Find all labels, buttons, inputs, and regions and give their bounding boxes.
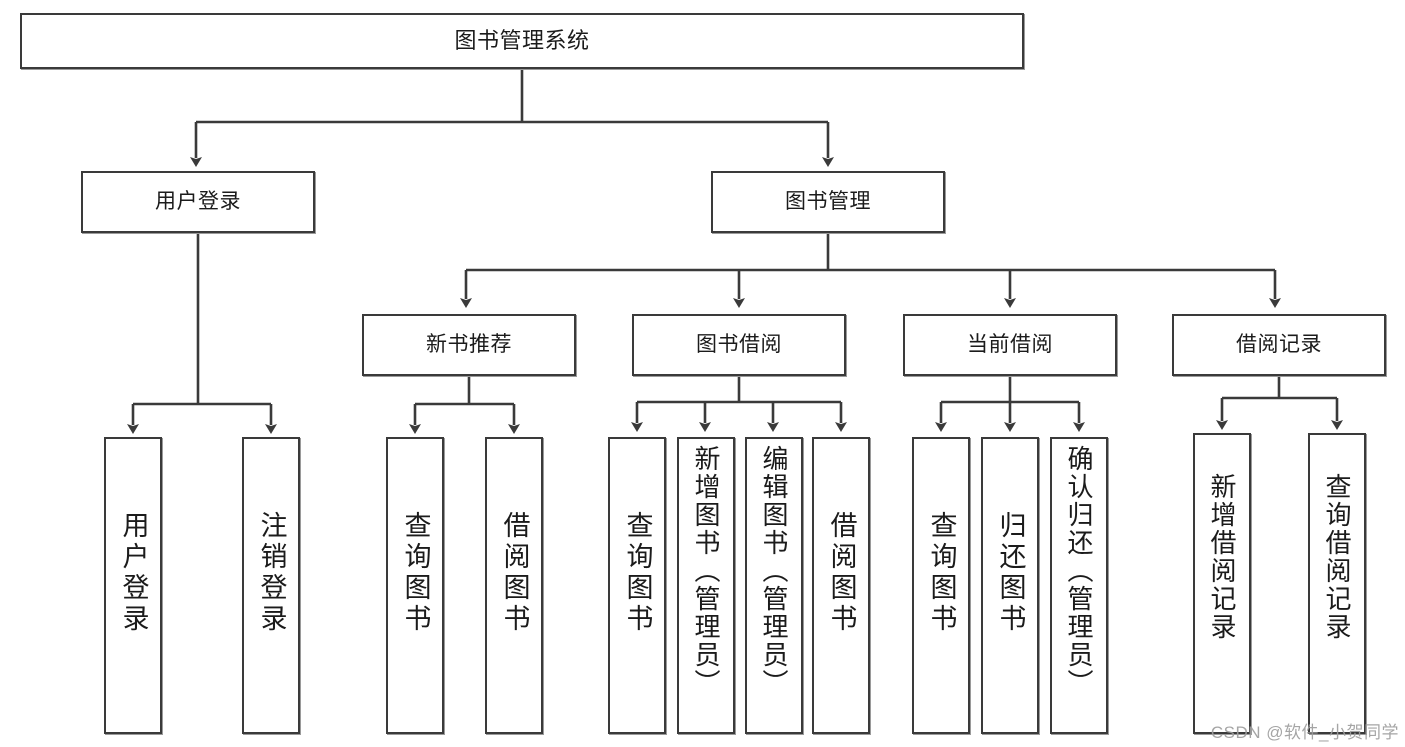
- node-new-book-recommend-label: 新书推荐: [426, 332, 512, 356]
- leaf-user-login-label: 用户登录: [118, 511, 149, 635]
- leaf-add-borrow-record-label: 新增借阅记录: [1207, 473, 1237, 641]
- node-user-login-label: 用户登录: [155, 189, 241, 213]
- leaf-borrow-book-borrow[interactable]: 借阅图书: [812, 437, 870, 734]
- leaf-add-book-admin-label: 新增图书（管理员）: [691, 445, 721, 697]
- leaf-query-book-borrow[interactable]: 查询图书: [608, 437, 666, 734]
- node-new-book-recommend[interactable]: 新书推荐: [362, 314, 576, 376]
- node-book-borrow[interactable]: 图书借阅: [632, 314, 846, 376]
- node-book-management[interactable]: 图书管理: [711, 171, 945, 233]
- node-borrow-record[interactable]: 借阅记录: [1172, 314, 1386, 376]
- leaf-logout-label: 注销登录: [256, 511, 287, 635]
- node-borrow-record-label: 借阅记录: [1236, 332, 1322, 356]
- leaf-confirm-return-admin-label: 确认归还（管理员）: [1064, 445, 1094, 697]
- node-current-borrow[interactable]: 当前借阅: [903, 314, 1117, 376]
- leaf-return-book[interactable]: 归还图书: [981, 437, 1039, 734]
- leaf-return-book-label: 归还图书: [995, 511, 1026, 635]
- node-book-management-label: 图书管理: [785, 189, 871, 213]
- leaf-borrow-book-recommend-label: 借阅图书: [499, 511, 530, 635]
- leaf-query-borrow-record-label: 查询借阅记录: [1322, 473, 1352, 641]
- leaf-query-book-borrow-label: 查询图书: [622, 511, 653, 635]
- node-book-borrow-label: 图书借阅: [696, 332, 782, 356]
- leaf-user-login[interactable]: 用户登录: [104, 437, 162, 734]
- leaf-logout[interactable]: 注销登录: [242, 437, 300, 734]
- leaf-confirm-return-admin[interactable]: 确认归还（管理员）: [1050, 437, 1108, 734]
- csdn-watermark: CSDN @软件_小贺同学: [1210, 723, 1399, 742]
- leaf-add-book-admin[interactable]: 新增图书（管理员）: [677, 437, 735, 734]
- leaf-borrow-book-recommend[interactable]: 借阅图书: [485, 437, 543, 734]
- node-root-label: 图书管理系统: [454, 28, 590, 54]
- node-user-login[interactable]: 用户登录: [81, 171, 315, 233]
- leaf-query-borrow-record[interactable]: 查询借阅记录: [1308, 433, 1366, 734]
- leaf-query-book-current[interactable]: 查询图书: [912, 437, 970, 734]
- leaf-add-borrow-record[interactable]: 新增借阅记录: [1193, 433, 1251, 734]
- leaf-query-book-recommend-label: 查询图书: [400, 511, 431, 635]
- node-current-borrow-label: 当前借阅: [967, 332, 1053, 356]
- leaf-borrow-book-borrow-label: 借阅图书: [826, 511, 857, 635]
- leaf-edit-book-admin-label: 编辑图书（管理员）: [759, 445, 789, 697]
- node-root[interactable]: 图书管理系统: [20, 13, 1024, 69]
- leaf-query-book-current-label: 查询图书: [926, 511, 957, 635]
- leaf-edit-book-admin[interactable]: 编辑图书（管理员）: [745, 437, 803, 734]
- leaf-query-book-recommend[interactable]: 查询图书: [386, 437, 444, 734]
